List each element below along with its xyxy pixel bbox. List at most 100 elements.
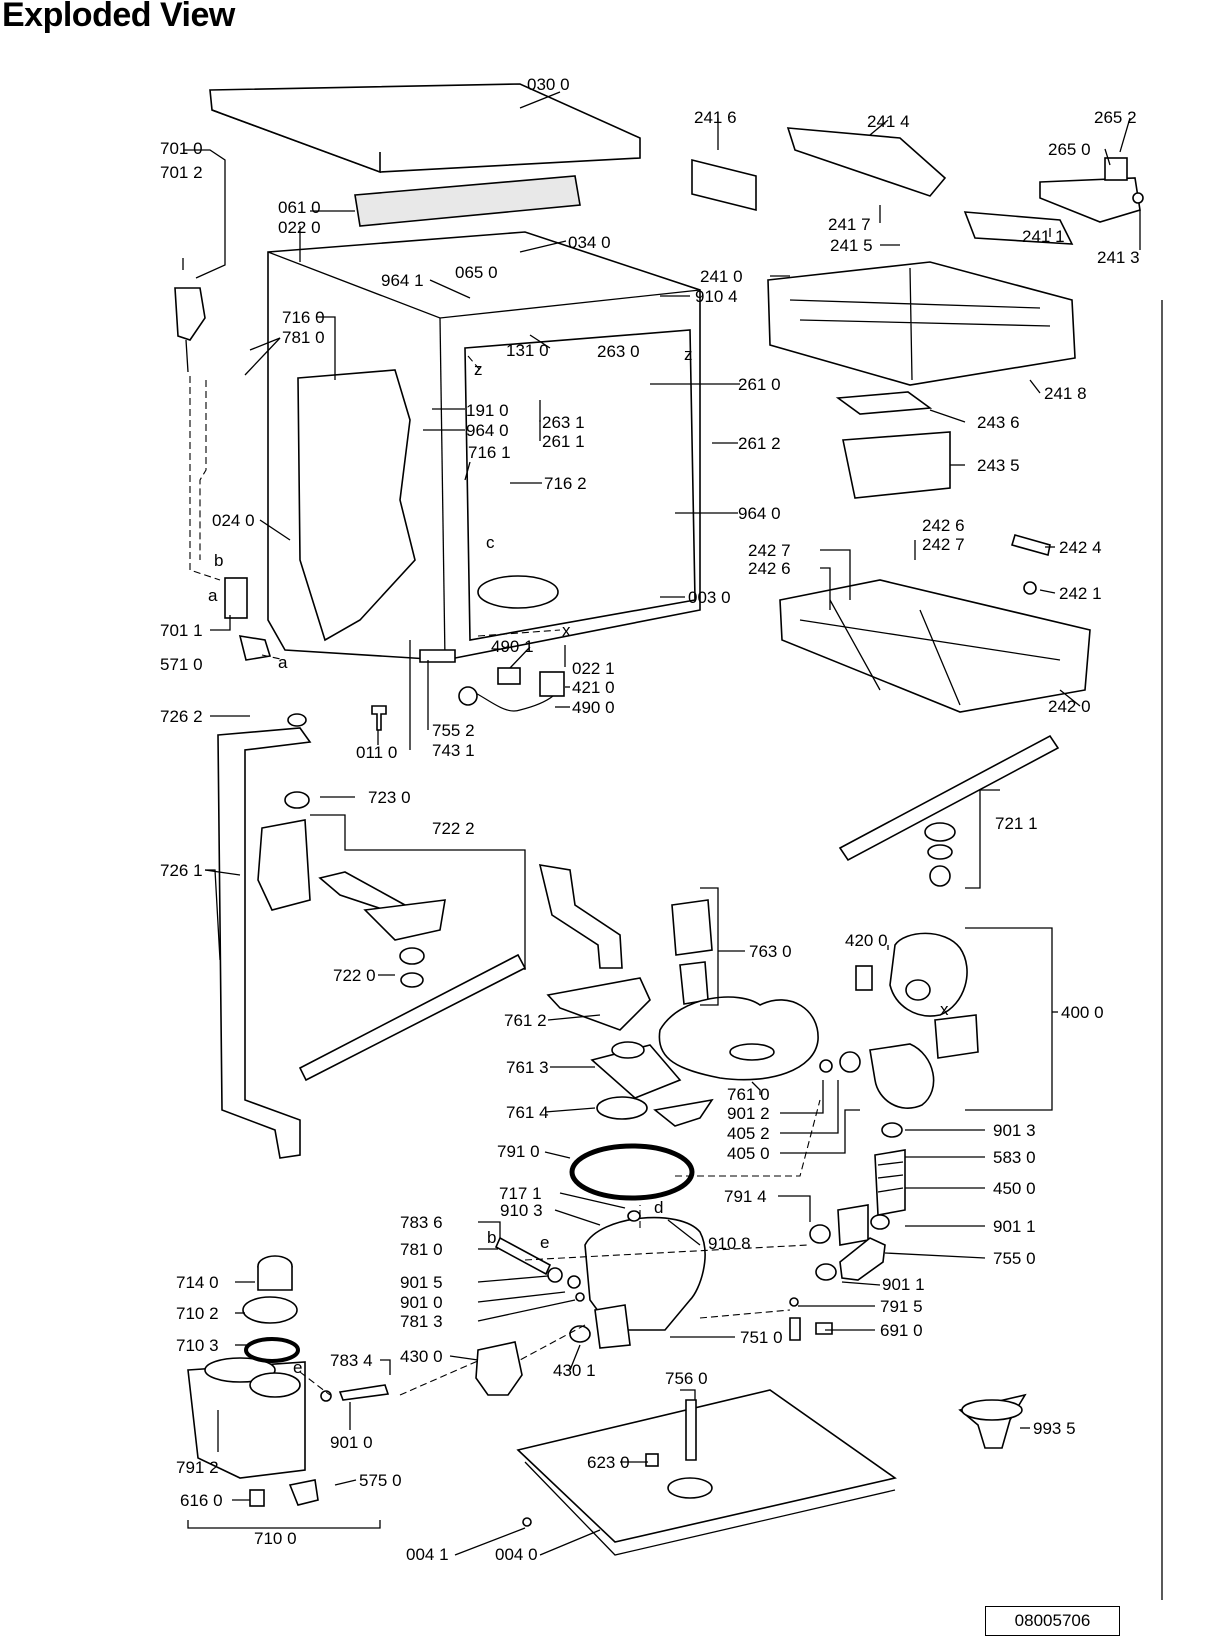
letter-b: b (487, 1228, 496, 1247)
label-242-7: 242 7 (748, 541, 791, 560)
label-022-0: 022 0 (278, 218, 321, 237)
label-490-0: 490 0 (572, 698, 615, 717)
insulation-strip-part (354, 175, 581, 227)
label-781-3: 781 3 (400, 1312, 443, 1331)
hose-holder-part (419, 649, 456, 663)
label-743-1: 743 1 (432, 741, 475, 760)
label-242-7: 242 7 (922, 535, 965, 554)
label-265-0: 265 0 (1048, 140, 1091, 159)
label-716-0: 716 0 (282, 308, 325, 327)
label-761-2: 761 2 (504, 1011, 547, 1030)
label-022-1: 022 1 (572, 659, 615, 678)
softener-nut-part (242, 1296, 298, 1324)
sump-gasket-part (596, 1096, 648, 1120)
label-901-0: 901 0 (330, 1433, 373, 1452)
hose-clamp-part (881, 1122, 903, 1138)
letter-b: b (214, 551, 223, 570)
base-tray-part (516, 1389, 897, 1543)
label-901-0: 901 0 (400, 1293, 443, 1312)
softener-gasket-part (244, 1337, 300, 1363)
coarse-filter-part (679, 961, 709, 1005)
sump-seal-plate-part (658, 996, 819, 1081)
letter-e: e (293, 1358, 302, 1377)
label-910-3: 910 3 (500, 1201, 543, 1220)
label-791-5: 791 5 (880, 1297, 923, 1316)
label-714-0: 714 0 (176, 1273, 219, 1292)
label-241-6: 241 6 (694, 108, 737, 127)
label-701-0: 701 0 (160, 139, 203, 158)
label-761-3: 761 3 (506, 1058, 549, 1077)
label-242-1: 242 1 (1059, 584, 1102, 603)
label-781-0: 781 0 (282, 328, 325, 347)
part-drawings (174, 83, 1144, 1556)
upper-spray-arm-part (838, 734, 1060, 862)
circulation-motor-part (889, 932, 968, 1017)
label-571-0: 571 0 (160, 655, 203, 674)
label-722-2: 722 2 (432, 819, 475, 838)
label-430-1: 430 1 (553, 1361, 596, 1380)
label-710-3: 710 3 (176, 1336, 219, 1355)
label-490-1: 490 1 (491, 637, 534, 656)
rack-stop-part (1010, 534, 1051, 557)
cable-clip-part (497, 667, 521, 685)
label-722-0: 722 0 (333, 966, 376, 985)
label-241-7: 241 7 (828, 215, 871, 234)
label-726-1: 726 1 (160, 861, 203, 880)
part-labels: 030 0 701 0 701 2 061 0 022 0 034 0 964 … (160, 75, 1140, 1564)
reference-letters: b a a c z z x x b e d e (208, 345, 949, 1377)
label-420-0: 420 0 (845, 931, 888, 950)
label-791-4: 791 4 (724, 1187, 767, 1206)
label-261-2: 261 2 (738, 434, 781, 453)
label-430-0: 430 0 (400, 1347, 443, 1366)
label-405-0: 405 0 (727, 1144, 770, 1163)
cup-rack-part (786, 127, 947, 197)
label-241-0: 241 0 (700, 267, 743, 286)
label-761-0: 761 0 (727, 1085, 770, 1104)
valve-part (238, 635, 272, 661)
label-755-0: 755 0 (993, 1249, 1036, 1268)
label-261-0: 261 0 (738, 375, 781, 394)
tub-inner-part (464, 329, 696, 641)
label-450-0: 450 0 (993, 1179, 1036, 1198)
letter-x: x (562, 621, 571, 640)
label-721-1: 721 1 (995, 814, 1038, 833)
label-964-0: 964 0 (738, 504, 781, 523)
page-title: Exploded View (2, 0, 235, 34)
sleeve-part (837, 1204, 869, 1246)
letter-x: x (940, 1000, 949, 1019)
foot-screw-part (371, 705, 387, 731)
label-261-1: 261 1 (542, 432, 585, 451)
cutlery-tray-holder-part (1039, 177, 1141, 223)
label-717-1: 717 1 (499, 1184, 542, 1203)
softener-clip-part (249, 1489, 265, 1507)
label-791-2: 791 2 (176, 1458, 219, 1477)
label-400-0: 400 0 (1061, 1003, 1104, 1022)
label-265-2: 265 2 (1094, 108, 1137, 127)
label-901-1: 901 1 (882, 1275, 925, 1294)
label-781-0: 781 0 (400, 1240, 443, 1259)
letter-d: d (654, 1198, 663, 1217)
label-616-0: 616 0 (180, 1491, 223, 1510)
label-241-8: 241 8 (1044, 384, 1087, 403)
label-421-0: 421 0 (572, 678, 615, 697)
label-761-4: 761 4 (506, 1103, 549, 1122)
cutlery-basket-part (842, 431, 951, 499)
hose-elbow-part (839, 1237, 886, 1281)
fine-filter-part (671, 899, 713, 956)
label-243-5: 243 5 (977, 456, 1020, 475)
spray-tube-part (217, 727, 312, 1159)
label-901-3: 901 3 (993, 1121, 1036, 1140)
label-755-2: 755 2 (432, 721, 475, 740)
label-783-6: 783 6 (400, 1213, 443, 1232)
label-910-4: 910 4 (695, 287, 738, 306)
label-242-6: 242 6 (922, 516, 965, 535)
label-030-0: 030 0 (527, 75, 570, 94)
label-004-1: 004 1 (406, 1545, 449, 1564)
label-003-0: 003 0 (688, 588, 731, 607)
label-993-5: 993 5 (1033, 1419, 1076, 1438)
label-964-0: 964 0 (466, 421, 509, 440)
label-034-0: 034 0 (568, 233, 611, 252)
label-242-6: 242 6 (748, 559, 791, 578)
softener-connector-part (338, 1384, 390, 1401)
